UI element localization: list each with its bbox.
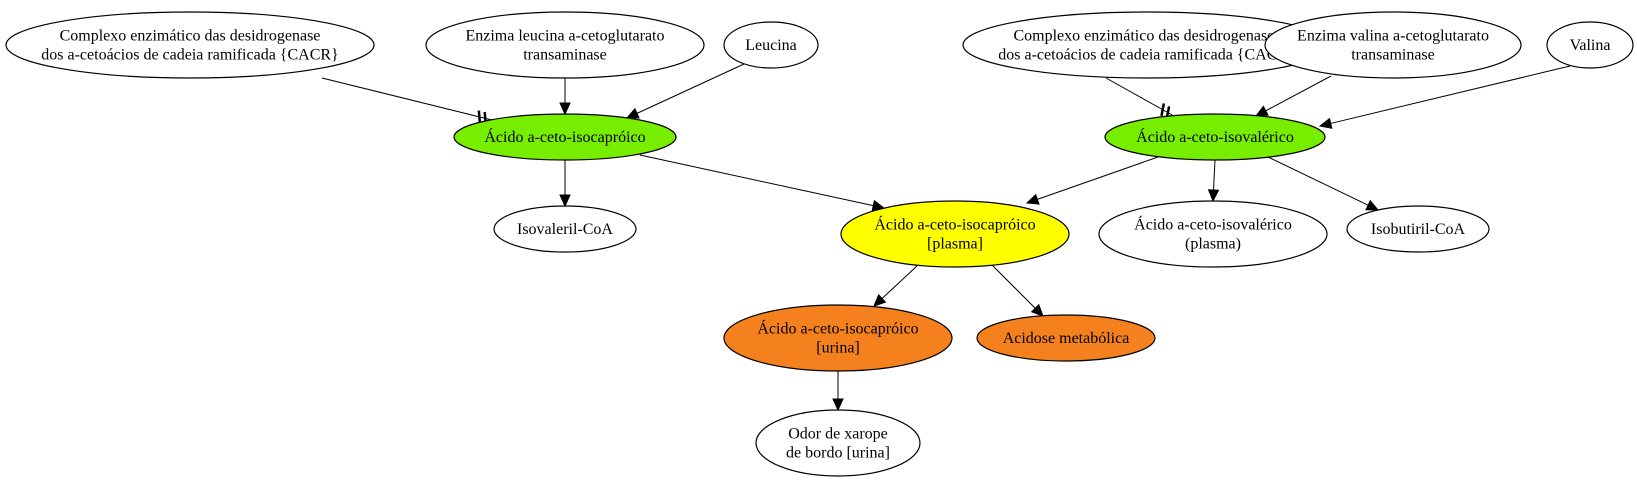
node-kic-plasma: Ácido a-ceto-isocapróico [plasma] [840,200,1070,268]
edge-kiv-to-isobutyryl_coa [1267,156,1380,211]
node-label: Isobutiril-CoA [1371,221,1466,238]
node-ellipse [453,113,677,161]
node-valine: Valina [1546,21,1634,69]
node-ellipse [755,409,921,477]
node-ellipse [1098,200,1328,268]
node-label: Ácido a-ceto-isocapróico [757,319,918,338]
node-label: Ácido a-ceto-isocapróico [484,127,645,146]
node-isobutyryl-coa: Isobutiril-CoA [1346,205,1490,253]
node-label: Ácido a-ceto-isovalérico [1134,215,1292,234]
edge-line [1330,65,1571,124]
arrowhead [1254,105,1269,117]
edge-leucine-to-kic [625,63,745,119]
node-kic: Ácido a-ceto-isocapróico [453,113,677,161]
edge-line [991,264,1036,309]
arrowhead [873,293,887,307]
node-label: Complexo enzimático das desidrogenase [60,28,321,45]
edge-kiv-to-kic_plasma [1025,156,1159,205]
inhibition-mark [477,110,482,124]
node-ellipse [1264,11,1522,79]
node-leucine-transaminase: Enzima leucina a-cetoglutarato transamina… [425,11,705,79]
node-kiv-plasma: Ácido a-ceto-isovalérico (plasma) [1098,200,1328,268]
node-label: [urina] [816,340,860,357]
nodes-layer: Complexo enzimático das desidrogenase dos… [5,11,1634,477]
node-acidosis: Acidose metabólica [976,314,1156,362]
node-label: Enzima leucina a-cetoglutarato [465,28,664,45]
arrowhead [1030,303,1044,317]
node-label: Ácido a-ceto-isocapróico [874,215,1035,234]
node-isovaleryl-coa: Isovaleril-CoA [493,205,637,253]
node-odor: Odor de xarope de bordo [urina] [755,409,921,477]
node-ellipse [723,304,953,372]
edge-line [1213,159,1216,191]
node-label: [plasma] [927,236,983,253]
node-ellipse [5,11,375,79]
node-ellipse [723,21,819,69]
node-kic-urine: Ácido a-ceto-isocapróico [urina] [723,304,953,372]
edge-valine_transaminase-to-kiv [1254,75,1332,117]
node-leucine: Leucina [723,21,819,69]
node-label: Complexo enzimático das desidrogenases [1013,28,1280,45]
node-label: Odor de xarope [788,426,888,443]
arrowhead [625,107,640,119]
edge-line [639,154,874,207]
edge-valine-to-kiv [1318,65,1571,129]
node-label: dos a-cetoácios de cadeia ramificada {CA… [998,47,1295,64]
edge-kic_urine-to-odor [832,371,844,412]
edge-cacr_valine-to-kiv [1105,77,1175,120]
node-label: (plasma) [1185,236,1241,253]
node-label: de bordo [urina] [786,445,890,462]
edge-kic-to-isovaleryl_coa [559,160,571,208]
node-ellipse [840,200,1070,268]
node-cacr-valine: Complexo enzimático das desidrogenases do… [962,11,1332,79]
node-valine-transaminase: Enzima valina a-cetoglutarato transaminas… [1264,11,1522,79]
arrowhead [1207,189,1220,203]
node-label: Leucina [745,37,797,54]
node-label: Acidose metabólica [1003,330,1130,347]
node-cacr-leucine: Complexo enzimático das desidrogenase dos… [5,11,375,79]
edge-line [1267,156,1369,206]
edge-kic-to-kic_plasma [639,154,886,212]
node-label: Ácido a-ceto-isovalérico [1136,127,1294,146]
node-label: dos a-cetoácios de cadeia ramificada {CA… [41,47,338,64]
edge-kiv-to-kiv_plasma [1207,159,1220,203]
arrowhead [559,194,571,208]
node-label: Valina [1570,37,1611,54]
node-kiv: Ácido a-ceto-isovalérico [1104,113,1326,161]
inhibition-mark [1160,103,1166,117]
edges-layer [321,63,1571,412]
arrowhead [1365,199,1380,211]
node-label: transaminase [1351,47,1435,64]
node-label: transaminase [523,47,607,64]
node-ellipse [1346,205,1490,253]
node-label: Enzima valina a-cetoglutarato [1297,28,1489,45]
node-ellipse [425,11,705,79]
edge-leucine_transaminase-to-kic [559,78,571,116]
arrowhead [832,398,844,412]
node-ellipse [1104,113,1326,161]
arrowhead [1318,117,1333,129]
edge-line [881,264,919,299]
node-ellipse [976,314,1156,362]
arrowhead [559,102,571,116]
node-label: Isovaleril-CoA [517,221,613,238]
node-ellipse [1546,21,1634,69]
edge-line [636,63,745,114]
node-ellipse [493,205,637,253]
edge-line [1037,156,1159,200]
edge-line [1265,75,1332,112]
edge-line [321,77,493,121]
edge-kic_plasma-to-kic_urine [873,264,919,307]
arrowhead [1025,193,1040,205]
edge-cacr_leucine-to-kic [321,77,493,125]
edge-kic_plasma-to-acidosis [991,264,1044,317]
